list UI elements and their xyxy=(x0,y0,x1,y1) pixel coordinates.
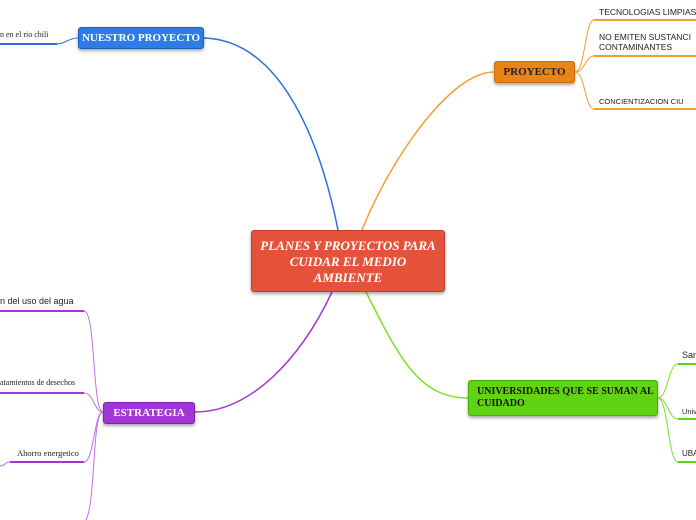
leaf-rio-chili[interactable]: n en el rio chili xyxy=(0,30,49,39)
leaf-san[interactable]: San xyxy=(682,350,696,360)
connector-proyecto-tecnologias xyxy=(574,19,595,73)
branch-proyecto[interactable]: PROYECTO xyxy=(494,61,575,83)
branch-nuestro-proyecto[interactable]: NUESTRO PROYECTO xyxy=(78,27,204,49)
connector-proyecto-no-emiten xyxy=(574,55,595,73)
leaf-uso-del-agua[interactable]: n del uso del agua xyxy=(0,296,74,306)
connector-universidades-uba xyxy=(657,397,679,463)
connector-central-proyecto xyxy=(361,71,495,231)
leaf-tratamientos-de-desechos[interactable]: atamientos de desechos xyxy=(0,378,76,387)
connector-universidades-san xyxy=(657,363,679,399)
leaf-no-emiten-line2: CONTAMINANTES xyxy=(599,42,673,52)
connector-estrategia-agua xyxy=(83,310,104,413)
connector-central-universidades xyxy=(365,291,469,399)
leaf-tecnologias-limpias[interactable]: TECNOLOGIAS LIMPIAS xyxy=(599,7,696,17)
connector-ahorro-subchild xyxy=(0,461,11,467)
leaf-univ[interactable]: Univ xyxy=(682,407,696,416)
connector-central-nuestro-proyecto xyxy=(203,37,339,231)
connector-estrategia-offscreen xyxy=(85,411,104,520)
connector-estrategia-ahorro xyxy=(83,411,104,463)
leaf-uba[interactable]: UBA xyxy=(682,449,696,458)
connector-central-estrategia xyxy=(194,291,333,413)
central-topic[interactable]: PLANES Y PROYECTOS PARA CUIDAR EL MEDIO … xyxy=(251,230,445,292)
connector-nuestro-proyecto-child xyxy=(55,37,79,45)
leaf-concientizacion[interactable]: CONCIENTIZACION CIU xyxy=(599,97,684,106)
leaf-no-emiten-line1[interactable]: NO EMITEN SUSTANCI xyxy=(599,32,691,42)
branch-universidades[interactable]: UNIVERSIDADES QUE SE SUMAN AL CUIDADO xyxy=(468,380,658,416)
connector-proyecto-concientizacion xyxy=(574,71,595,110)
leaf-ahorro-energetico[interactable]: Ahorro energetico xyxy=(17,448,79,458)
connector-estrategia-desechos xyxy=(83,392,104,413)
branch-estrategia[interactable]: ESTRATEGIA xyxy=(103,402,195,424)
